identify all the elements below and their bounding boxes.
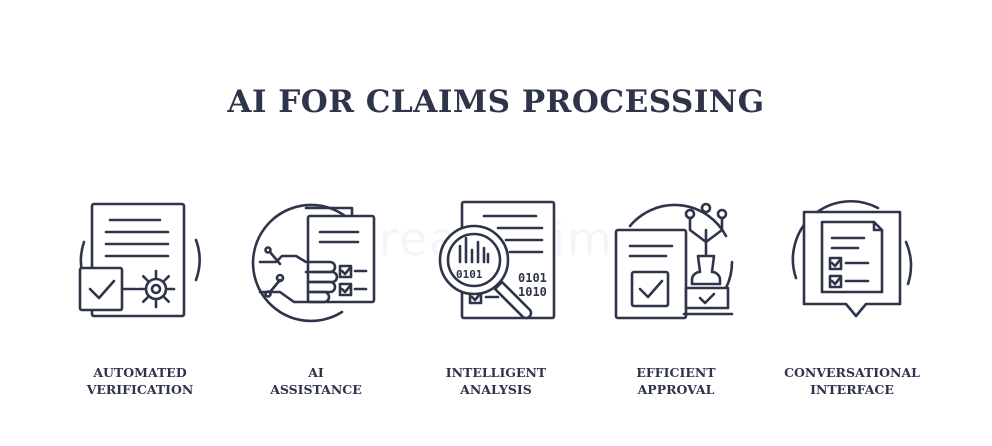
label-conversational-interface: CONVERSATIONAL INTERFACE: [767, 364, 937, 398]
label-line-1: EFFICIENT: [636, 365, 716, 380]
label-line-1: AUTOMATED: [93, 365, 187, 380]
chat-bubble-checklist-icon: [782, 192, 922, 332]
label-line-2: INTERFACE: [810, 382, 894, 397]
label-line-1: AI: [308, 365, 324, 380]
document-gear-checkmark-icon: [70, 192, 210, 332]
label-line-2: APPROVAL: [637, 382, 715, 397]
svg-text:1010: 1010: [518, 285, 547, 299]
page-title: AI FOR CLAIMS PROCESSING: [227, 84, 765, 120]
label-intelligent-analysis: INTELLIGENT ANALYSIS: [411, 364, 581, 398]
label-efficient-approval: EFFICIENT APPROVAL: [591, 364, 761, 398]
svg-text:0101: 0101: [518, 271, 547, 285]
document-approval-stamp-icon: [606, 192, 746, 332]
label-line-2: ANALYSIS: [460, 382, 532, 397]
label-automated-verification: AUTOMATED VERIFICATION: [55, 364, 225, 398]
label-line-2: VERIFICATION: [86, 382, 194, 397]
label-line-1: CONVERSATIONAL: [784, 365, 920, 380]
label-ai-assistance: AI ASSISTANCE: [231, 364, 401, 398]
label-line-1: INTELLIGENT: [445, 365, 547, 380]
document-magnifier-chart-icon: 0101 1010 0101: [426, 192, 566, 332]
svg-text:0101: 0101: [456, 268, 483, 281]
label-line-2: ASSISTANCE: [270, 382, 362, 397]
robot-hand-checklist-icon: [246, 192, 386, 332]
